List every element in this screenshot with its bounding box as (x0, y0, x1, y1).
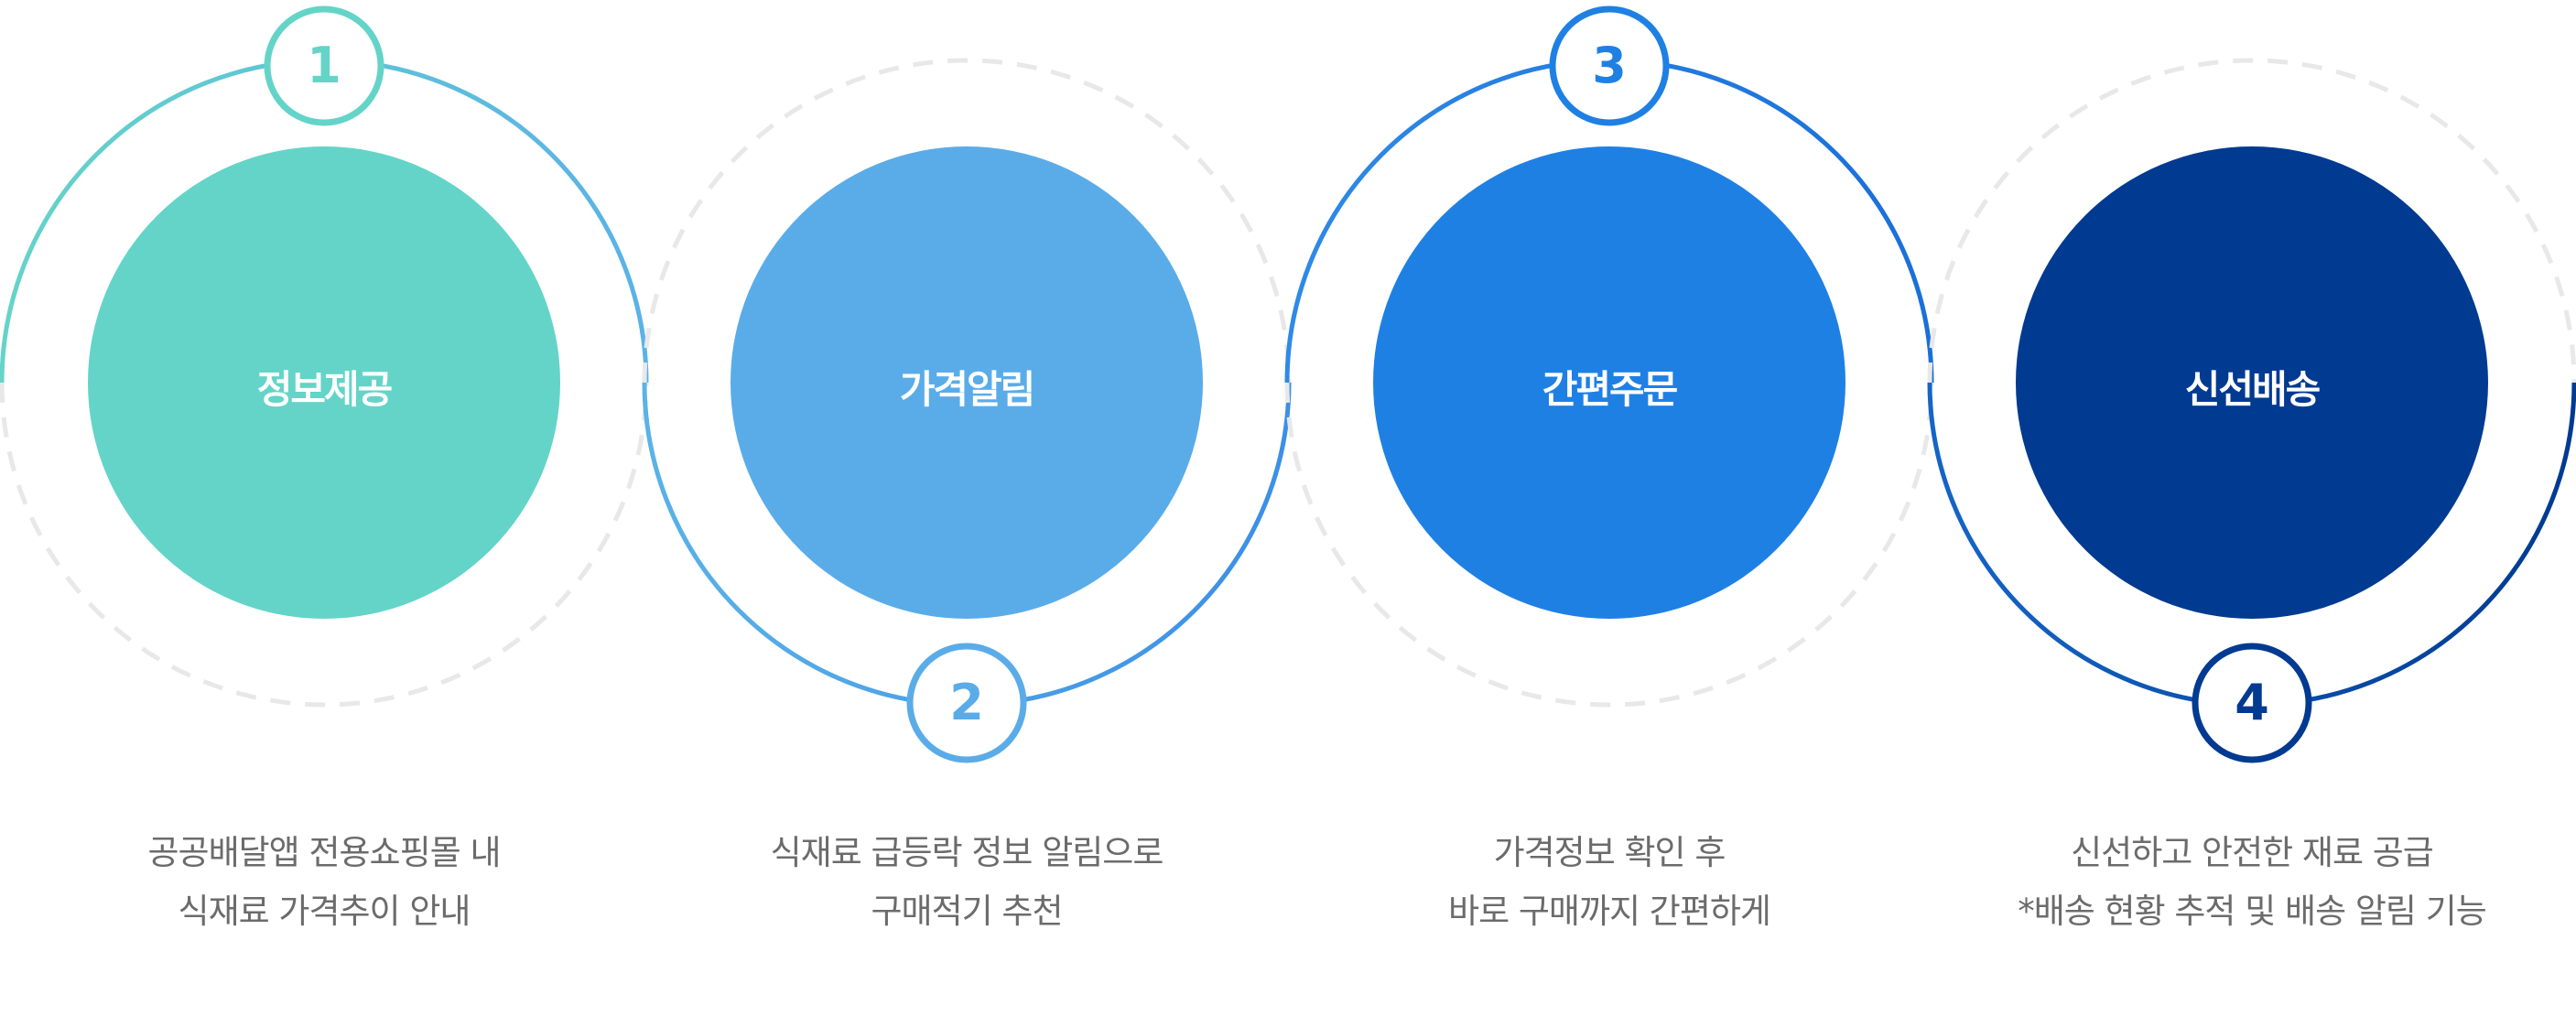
step-4-title: 신선배송 (2184, 367, 2322, 412)
step-1-title: 정보제공 (256, 367, 394, 412)
step-4-desc-line-1: 신선하고 안전한 재료 공급 (2071, 833, 2434, 872)
step-1-description: 공공배달앱 전용쇼핑몰 내 식재료 가격추이 안내 (4, 824, 644, 941)
dashed-ring-half-2 (642, 58, 1292, 384)
dashed-ring-half-3 (1284, 382, 1934, 708)
step-circle-2 (731, 146, 1203, 619)
step-circle-3 (1373, 146, 1845, 619)
dashed-ring-half-1 (0, 382, 649, 708)
step-badge-4 (2192, 643, 2312, 763)
step-1-desc-line-1: 공공배달앱 전용쇼핑몰 내 (147, 833, 502, 872)
step-circle-1 (88, 146, 560, 619)
step-badge-3 (1549, 5, 1670, 126)
step-circle-4 (2016, 146, 2488, 619)
step-3-title: 간편주문 (1542, 367, 1679, 412)
step-3-number: 3 (1592, 37, 1627, 94)
step-1-desc-line-2: 식재료 가격추이 안내 (178, 892, 471, 931)
step-2-description: 식재료 급등락 정보 알림으로 구매적기 추천 (646, 824, 1287, 941)
step-2-desc-line-1: 식재료 급등락 정보 알림으로 (770, 833, 1164, 872)
step-3-description: 가격정보 확인 후 바로 구매까지 간편하게 (1289, 824, 1930, 941)
step-2-number: 2 (949, 674, 984, 731)
step-3-desc-line-2: 바로 구매까지 간편하게 (1448, 892, 1771, 931)
step-2-desc-line-2: 구매적기 추천 (871, 892, 1063, 931)
step-4-desc-line-2: *배송 현황 추적 및 배송 알림 기능 (2018, 892, 2487, 931)
step-4-description: 신선하고 안전한 재료 공급 *배송 현황 추적 및 배송 알림 기능 (1932, 824, 2572, 941)
step-3-desc-line-1: 가격정보 확인 후 (1493, 833, 1726, 872)
step-2-title: 가격알림 (899, 367, 1036, 412)
step-4-number: 4 (2235, 674, 2269, 731)
dashed-ring-half-4 (1927, 58, 2576, 384)
step-1-number: 1 (307, 37, 341, 94)
step-badge-2 (906, 643, 1027, 763)
step-badge-1 (264, 5, 384, 126)
